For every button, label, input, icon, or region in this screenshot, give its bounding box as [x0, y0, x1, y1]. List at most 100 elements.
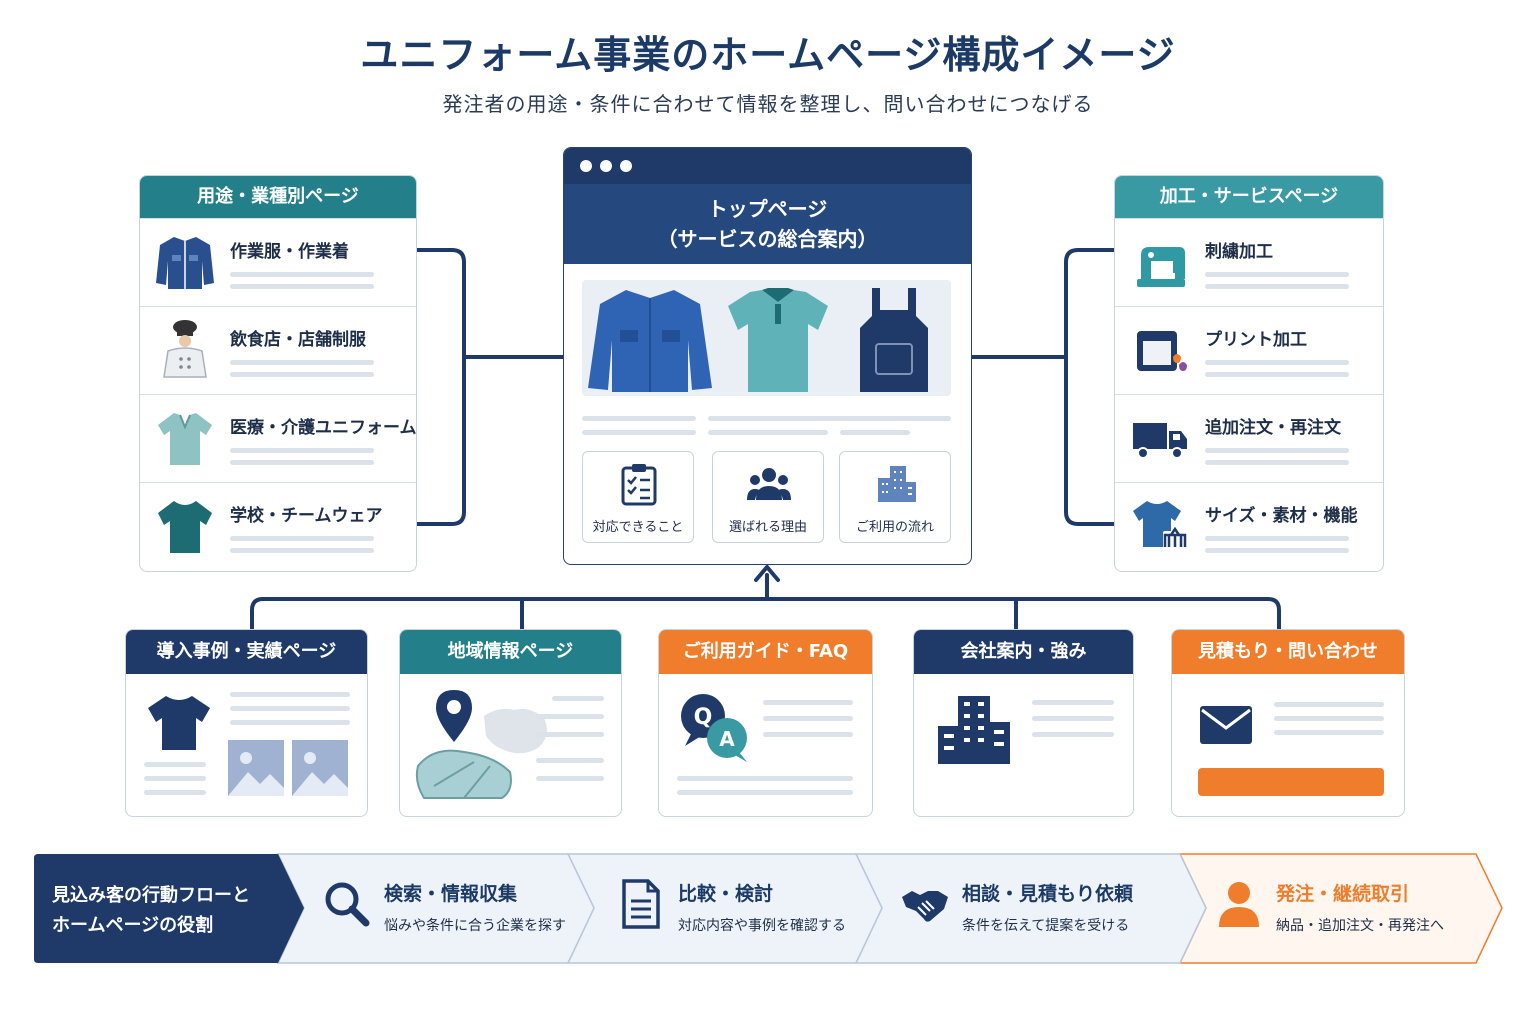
placeholder-line: [1274, 702, 1384, 707]
placeholder-line: [763, 716, 853, 721]
office-building-icon: [938, 696, 1010, 764]
top-page-hero: トップページ （サービスの総合案内）: [564, 184, 971, 264]
usage-item-label: 学校・チームウェア: [230, 506, 383, 526]
work-jacket-icon: [156, 237, 214, 289]
placeholder-line: [1274, 716, 1384, 721]
placeholder-line: [1032, 700, 1114, 705]
window-dot: [600, 160, 612, 172]
placeholder-line: [552, 696, 604, 701]
placeholder-line: [144, 790, 206, 795]
flow-chevrons: [34, 853, 1503, 964]
top-page-card[interactable]: トップページ （サービスの総合案内）: [563, 147, 972, 565]
flow-label: 見込み客の行動フローと ホームページの役割: [52, 881, 250, 941]
contact-submit-button[interactable]: [1198, 768, 1384, 796]
regional-info-card[interactable]: 地域情報ページ: [399, 629, 622, 817]
usage-item-medical[interactable]: 医療・介護ユニフォーム: [140, 394, 416, 482]
blue-jacket-icon: [588, 290, 712, 392]
service-item-label: 刺繍加工: [1205, 242, 1273, 262]
product-gallery: [582, 280, 951, 396]
size-shirt-icon: [1133, 501, 1187, 549]
flow-step-title: 検索・情報収集: [384, 883, 518, 905]
svg-text:A: A: [719, 727, 735, 751]
polo-shirt-icon: [728, 288, 828, 392]
service-item-reorder[interactable]: 追加注文・再注文: [1115, 394, 1383, 482]
quote-contact-card[interactable]: 見積もり・問い合わせ: [1171, 629, 1405, 817]
placeholder-line: [230, 448, 374, 453]
service-item-print[interactable]: プリント加工: [1115, 306, 1383, 394]
placeholder-line: [763, 732, 853, 737]
placeholder-line: [230, 284, 374, 289]
placeholder-line: [677, 790, 853, 795]
flow-step-title: 相談・見積もり依頼: [962, 883, 1134, 905]
product-illustrations: [588, 288, 928, 392]
feature-process[interactable]: ご利用の流れ: [839, 451, 951, 543]
usage-industry-panel: 用途・業種別ページ 作業服・作業着 飲食店・店舗制服 医療・介護ユニフォーム: [139, 175, 417, 572]
map-pin-icon: [415, 690, 547, 799]
placeholder-line: [230, 720, 350, 725]
medical-scrubs-icon: [158, 413, 212, 465]
feature-capabilities[interactable]: 対応できること: [582, 451, 694, 543]
svg-text:Q: Q: [694, 705, 713, 730]
magnifier-icon: [325, 882, 370, 927]
feature-label: 対応できること: [592, 520, 684, 535]
usage-item-workwear[interactable]: 作業服・作業着: [140, 218, 416, 306]
service-item-embroidery[interactable]: 刺繍加工: [1115, 218, 1383, 306]
placeholder-line: [144, 762, 206, 767]
service-item-label: サイズ・素材・機能: [1205, 506, 1358, 526]
person-icon: [1219, 882, 1259, 927]
handshake-icon: [902, 891, 948, 922]
placeholder-line: [230, 272, 374, 277]
case-studies-card[interactable]: 導入事例・実績ページ: [125, 629, 368, 817]
apron-icon: [860, 288, 928, 392]
window-dot: [620, 160, 632, 172]
qa-bubble-icon: Q A: [681, 694, 747, 762]
sewing-machine-icon: [1137, 247, 1185, 287]
page-title: ユニフォーム事業のホームページ構成イメージ: [360, 33, 1176, 77]
guide-faq-card[interactable]: ご利用ガイド・FAQ Q A: [658, 629, 873, 817]
company-info-title: 会社案内・強み: [914, 630, 1133, 674]
usage-item-restaurant[interactable]: 飲食店・店舗制服: [140, 306, 416, 394]
placeholder-line: [677, 776, 853, 781]
placeholder-line: [763, 700, 853, 705]
flow-step-desc: 条件を伝えて提案を受ける: [962, 918, 1130, 934]
feature-label: ご利用の流れ: [855, 520, 934, 535]
mail-envelope-icon: [1200, 706, 1252, 744]
placeholder-line: [230, 372, 374, 377]
placeholder-line: [582, 430, 696, 435]
flow-step-desc: 対応内容や事例を確認する: [678, 918, 846, 934]
placeholder-line: [230, 706, 350, 711]
placeholder-line: [1274, 730, 1384, 735]
company-info-card[interactable]: 会社案内・強み: [913, 629, 1134, 817]
placeholder-line: [840, 430, 910, 435]
service-item-size-material[interactable]: サイズ・素材・機能: [1115, 482, 1383, 570]
print-icon: [1137, 331, 1187, 371]
usage-item-label: 作業服・作業着: [230, 242, 349, 262]
people-group-icon: [747, 468, 791, 500]
feature-label: 選ばれる理由: [728, 520, 807, 535]
placeholder-line: [1205, 272, 1349, 277]
clipboard-checklist-icon: [621, 464, 657, 506]
placeholder-line: [230, 460, 374, 465]
placeholder-line: [230, 548, 374, 553]
placeholder-line: [582, 416, 696, 421]
placeholder-line: [1205, 360, 1349, 365]
usage-item-school-team[interactable]: 学校・チームウェア: [140, 482, 416, 570]
tshirt-icon: [148, 696, 210, 750]
placeholder-line: [1205, 460, 1349, 465]
delivery-truck-icon: [1133, 423, 1187, 459]
service-item-label: プリント加工: [1205, 330, 1307, 350]
placeholder-line: [230, 360, 374, 365]
placeholder-line: [1032, 716, 1114, 721]
quote-contact-title: 見積もり・問い合わせ: [1172, 630, 1404, 674]
placeholder-line: [1205, 284, 1349, 289]
placeholder-line: [536, 714, 604, 719]
buildings-icon: [878, 466, 916, 502]
document-icon: [622, 879, 660, 929]
placeholder-line: [1205, 372, 1349, 377]
top-page-subtitle: （サービスの総合案内）: [657, 227, 878, 251]
flow-step-desc: 納品・追加注文・再発注へ: [1276, 918, 1444, 934]
feature-reasons[interactable]: 選ばれる理由: [712, 451, 824, 543]
placeholder-line: [708, 416, 951, 421]
customer-flow-bar: 見込み客の行動フローと ホームページの役割 検索・情報収集 悩みや条件に合う企業…: [34, 853, 1504, 964]
case-studies-title: 導入事例・実績ページ: [126, 630, 367, 674]
